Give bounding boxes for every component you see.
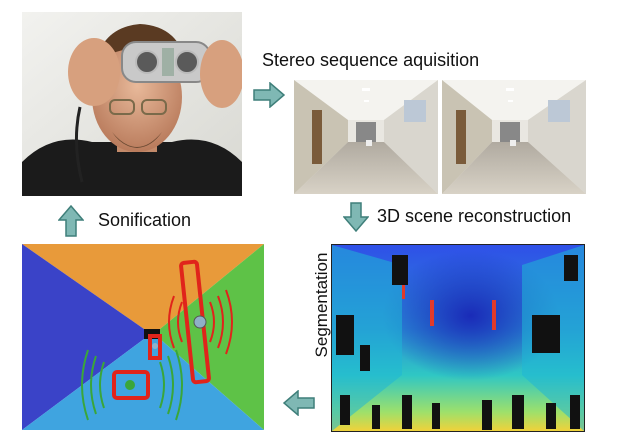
sonification-label: Sonification (98, 210, 192, 230)
photo-person-with-headset (22, 12, 242, 196)
stereo-left-image (294, 80, 438, 194)
teal-arrow-up-icon (58, 205, 84, 237)
teal-arrow-down-icon (343, 202, 369, 232)
stereo-right-image (442, 80, 586, 194)
stereo-acquisition-label: Stereo sequence aquisition (262, 50, 480, 70)
reconstruction-label: 3D scene reconstruction (377, 206, 572, 226)
segmented-scene-image (22, 244, 264, 430)
depth-map-image (331, 244, 585, 432)
segmentation-label: Segmentation (312, 252, 331, 358)
teal-arrow-right-icon (253, 82, 285, 108)
teal-arrow-left-icon (283, 390, 315, 416)
stereo-corridor-pair (294, 80, 586, 194)
